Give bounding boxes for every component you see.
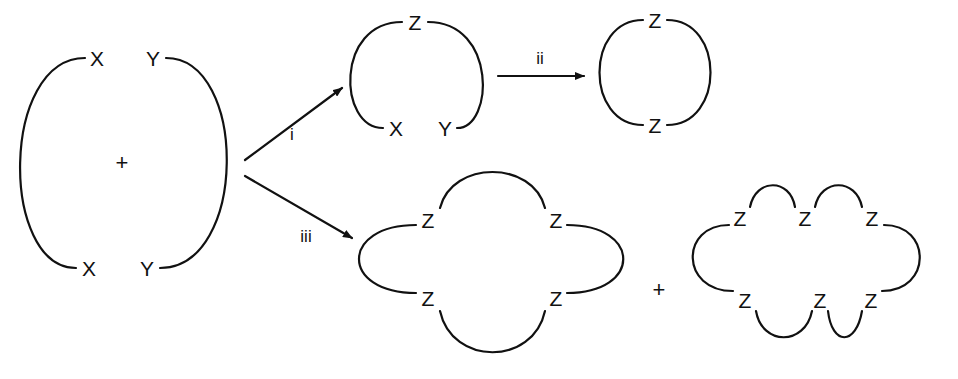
macrocycle-lobe: [828, 311, 862, 337]
linking-group: Z: [649, 10, 662, 31]
linking-group: Z: [734, 208, 747, 229]
reaction-arrow: [245, 88, 342, 160]
linking-group: Z: [865, 290, 878, 311]
linking-group: Z: [649, 115, 662, 136]
plus-sign: +: [116, 152, 129, 174]
linking-group: Z: [409, 12, 422, 33]
step-number: ii: [536, 50, 544, 67]
plus-sign: +: [653, 279, 666, 301]
end-group: Y: [146, 48, 160, 69]
end-group: Y: [438, 118, 452, 139]
linking-group: Z: [866, 208, 879, 229]
macrocycle-lobe: [815, 185, 862, 207]
reactant-arc: [160, 58, 227, 268]
linking-group: Z: [739, 290, 752, 311]
step-number: i: [290, 126, 294, 143]
reaction-arrow: [498, 75, 584, 77]
macrocycle-lobe: [882, 225, 920, 291]
macrocycle-lobe: [359, 225, 416, 293]
macrocycle-lobe: [750, 185, 795, 207]
ring-arc: [350, 22, 402, 128]
linking-group: Z: [799, 208, 812, 229]
linking-group: Z: [422, 288, 435, 309]
step-number: iii: [300, 228, 311, 245]
macrocycle-lobe: [693, 225, 733, 291]
reaction-arrow: [245, 176, 352, 238]
linking-group: Z: [550, 210, 563, 231]
linking-group: Z: [814, 290, 827, 311]
ring-arc: [667, 20, 711, 125]
end-group: X: [90, 48, 104, 69]
end-group: Y: [140, 258, 154, 279]
macrocycle-lobe: [756, 311, 812, 337]
linking-group: Z: [422, 210, 435, 231]
end-group: X: [82, 258, 96, 279]
ring-arc: [600, 20, 644, 125]
ring-arc: [428, 22, 483, 128]
macrocycle-lobe: [567, 225, 623, 293]
reactant-arc: [20, 58, 85, 268]
linking-group: Z: [550, 288, 563, 309]
macrocycle-lobe: [440, 311, 545, 352]
end-group: X: [389, 118, 403, 139]
macrocycle-lobe: [440, 172, 545, 208]
